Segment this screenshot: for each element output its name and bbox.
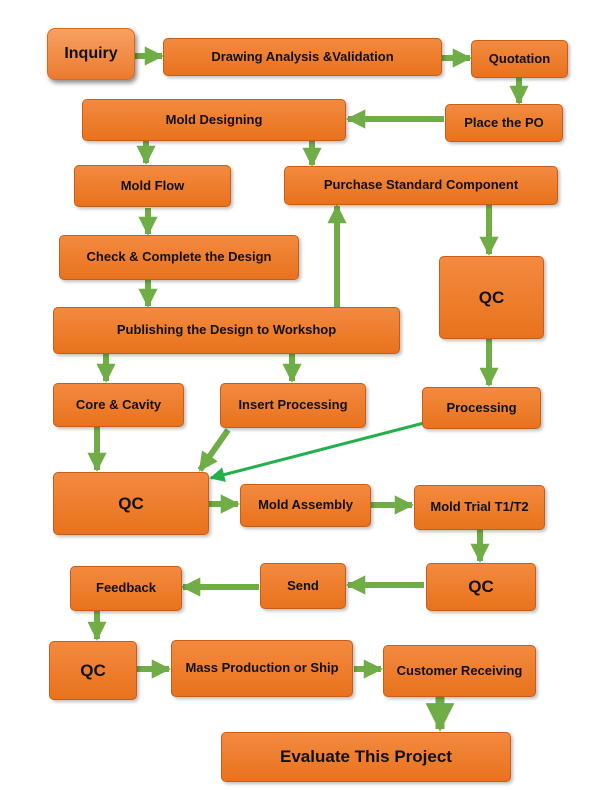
customer-receiving-box: Customer Receiving — [383, 645, 536, 697]
inquiry-box: Inquiry — [47, 28, 135, 80]
qc-parts-box: QC — [53, 472, 209, 535]
evaluate-project-box: Evaluate This Project — [221, 732, 511, 782]
mold-designing-box: Mold Designing — [82, 99, 346, 141]
drawing-analysis-box: Drawing Analysis &Validation — [163, 38, 442, 76]
mold-flow-box: Mold Flow — [74, 165, 231, 207]
check-complete-design-box: Check & Complete the Design — [59, 235, 299, 280]
arrow-processing-to-qc — [209, 421, 425, 482]
insert-processing-box: Insert Processing — [220, 383, 366, 428]
qc-after-trial-box: QC — [426, 563, 536, 611]
place-po-box: Place the PO — [445, 104, 563, 142]
quotation-box: Quotation — [471, 40, 568, 78]
arrow-insert-to-qc — [197, 428, 231, 472]
qc-after-feedback-box: QC — [49, 641, 137, 700]
processing-box: Processing — [422, 387, 541, 429]
mold-trial-box: Mold Trial T1/T2 — [414, 485, 545, 530]
send-box: Send — [260, 563, 346, 609]
core-cavity-box: Core & Cavity — [53, 383, 184, 427]
purchase-standard-component-box: Purchase Standard Component — [284, 166, 558, 205]
mass-production-box: Mass Production or Ship — [171, 640, 353, 697]
feedback-box: Feedback — [70, 566, 182, 611]
qc-after-purchase-box: QC — [439, 256, 544, 339]
publishing-design-box: Publishing the Design to Workshop — [53, 307, 400, 354]
mold-assembly-box: Mold Assembly — [240, 484, 371, 527]
